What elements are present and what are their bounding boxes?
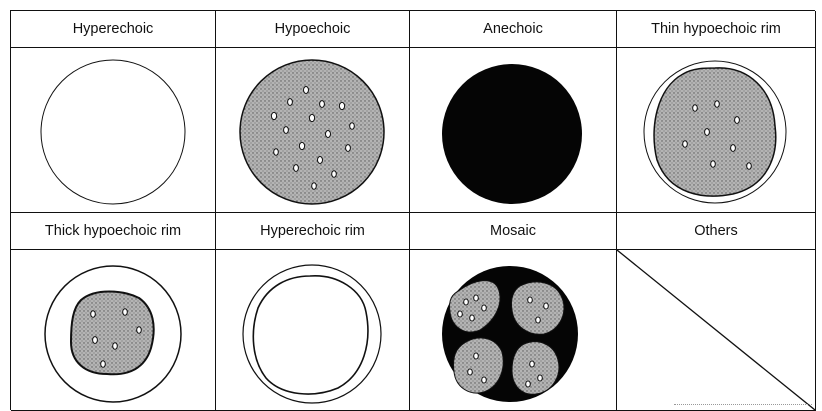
header-mosaic: Mosaic — [410, 213, 617, 250]
echo-pattern-table: Hyperechoic Hypoechoic Anechoic Thin hyp… — [10, 10, 815, 410]
hyperechoic-diagram — [11, 48, 215, 212]
hypoechoic-diagram — [216, 48, 409, 212]
thick-rim-core — [71, 292, 154, 375]
cell-hypoechoic — [216, 48, 410, 213]
cell-others — [617, 250, 816, 411]
label-others: Others — [694, 223, 738, 239]
hyperechoic-rim-inner-contour — [253, 276, 368, 394]
mosaic-lobe-lower-right — [512, 342, 559, 395]
label-anechoic: Anechoic — [483, 21, 543, 37]
mosaic-lobe-upper-right — [511, 282, 564, 334]
anechoic-circle — [442, 64, 582, 204]
header-hyperechoic-rim: Hyperechoic rim — [216, 213, 410, 250]
label-hyperechoic-rim: Hyperechoic rim — [260, 223, 365, 239]
header-anechoic: Anechoic — [410, 11, 617, 48]
cell-anechoic — [410, 48, 617, 213]
header-hyperechoic: Hyperechoic — [11, 11, 216, 48]
others-diagram — [617, 250, 815, 410]
hyperechoic-rim-diagram — [216, 250, 409, 410]
thick-hypoechoic-rim-diagram — [11, 250, 215, 410]
cell-hyperechoic-rim — [216, 250, 410, 411]
anechoic-diagram — [410, 48, 616, 212]
mosaic-diagram — [410, 250, 616, 410]
label-thick-hypoechoic-rim: Thick hypoechoic rim — [45, 223, 181, 239]
header-hypoechoic: Hypoechoic — [216, 11, 410, 48]
others-diagonal-line — [617, 250, 815, 410]
cell-hyperechoic — [11, 48, 216, 213]
hypoechoic-circle — [240, 60, 384, 204]
thin-hypoechoic-rim-diagram — [617, 48, 815, 212]
cell-thin-hypoechoic-rim — [617, 48, 816, 213]
hyperechoic-circle — [41, 60, 185, 204]
header-thick-hypoechoic-rim: Thick hypoechoic rim — [11, 213, 216, 250]
bottom-dotted-rule — [674, 404, 812, 405]
label-mosaic: Mosaic — [490, 223, 536, 239]
label-thin-hypoechoic-rim: Thin hypoechoic rim — [651, 21, 781, 37]
header-thin-hypoechoic-rim: Thin hypoechoic rim — [617, 11, 816, 48]
cell-thick-hypoechoic-rim — [11, 250, 216, 411]
label-hyperechoic: Hyperechoic — [73, 21, 154, 37]
label-hypoechoic: Hypoechoic — [275, 21, 351, 37]
cell-mosaic — [410, 250, 617, 411]
header-others: Others — [617, 213, 816, 250]
thin-rim-core — [654, 68, 776, 196]
